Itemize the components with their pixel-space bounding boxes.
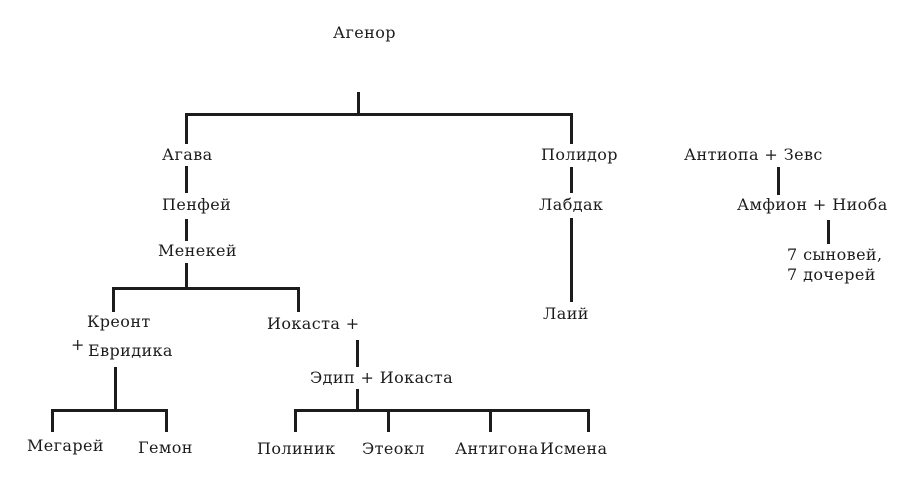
connector-iokasta-edip bbox=[356, 340, 359, 367]
connector-menekey-horizontal bbox=[112, 287, 300, 290]
node-eteokl: Этеокл bbox=[362, 439, 425, 458]
connector-to-eteokl bbox=[387, 409, 390, 432]
connector-kreont-horizontal bbox=[51, 409, 168, 412]
connector-top-horizontal bbox=[185, 113, 573, 116]
node-kreont-plus: + bbox=[71, 335, 85, 354]
node-seven-sons: 7 сыновей, bbox=[787, 245, 883, 264]
node-antigona: Антигона bbox=[455, 439, 539, 458]
connector-labdak-laiy bbox=[570, 218, 573, 302]
node-penfey: Пенфей bbox=[162, 195, 232, 214]
connector-to-polidor bbox=[570, 113, 573, 144]
connector-agava-penfey bbox=[185, 166, 188, 193]
connector-to-kreont bbox=[112, 287, 115, 312]
node-evridika: Евридика bbox=[88, 341, 173, 360]
connector-to-megarey bbox=[51, 409, 54, 432]
connector-agenor-down bbox=[357, 92, 360, 115]
connector-polidor-labdak bbox=[570, 167, 573, 193]
node-megarey: Мегарей bbox=[27, 436, 104, 455]
node-labdak: Лабдак bbox=[539, 195, 604, 214]
node-agava: Агава bbox=[162, 145, 213, 164]
connector-to-polinik bbox=[294, 409, 297, 432]
node-seven-daughters: 7 дочерей bbox=[787, 265, 876, 284]
node-iokasta: Иокаста + bbox=[267, 314, 360, 333]
node-antiopa-zevs: Антиопа + Зевс bbox=[684, 145, 823, 164]
connector-menekey-down bbox=[185, 263, 188, 290]
node-amfion-nioba: Амфион + Ниоба bbox=[737, 195, 888, 214]
node-polinik: Полиник bbox=[257, 439, 336, 458]
connector-antiopa-amfion bbox=[777, 167, 780, 195]
node-polidor: Полидор bbox=[541, 145, 618, 164]
node-gemon: Гемон bbox=[138, 438, 193, 457]
node-agenor: Агенор bbox=[333, 23, 396, 42]
node-kreont: Креонт bbox=[87, 312, 151, 331]
connector-amfion-children bbox=[827, 220, 830, 244]
connector-to-agava bbox=[185, 113, 188, 144]
node-laiy: Лаий bbox=[543, 304, 589, 323]
connector-penfey-menekey bbox=[185, 219, 188, 241]
connector-evridika-down bbox=[114, 367, 117, 412]
connector-edip-down bbox=[356, 389, 359, 412]
connector-edip-horizontal bbox=[294, 409, 590, 412]
connector-to-iokasta bbox=[297, 287, 300, 312]
node-ismena: Исмена bbox=[540, 439, 608, 458]
node-menekey: Менекей bbox=[158, 241, 237, 260]
connector-to-gemon bbox=[165, 409, 168, 432]
connector-to-antigona bbox=[489, 409, 492, 432]
node-edip-iokasta: Эдип + Иокаста bbox=[310, 368, 454, 387]
connector-to-ismena bbox=[587, 409, 590, 432]
